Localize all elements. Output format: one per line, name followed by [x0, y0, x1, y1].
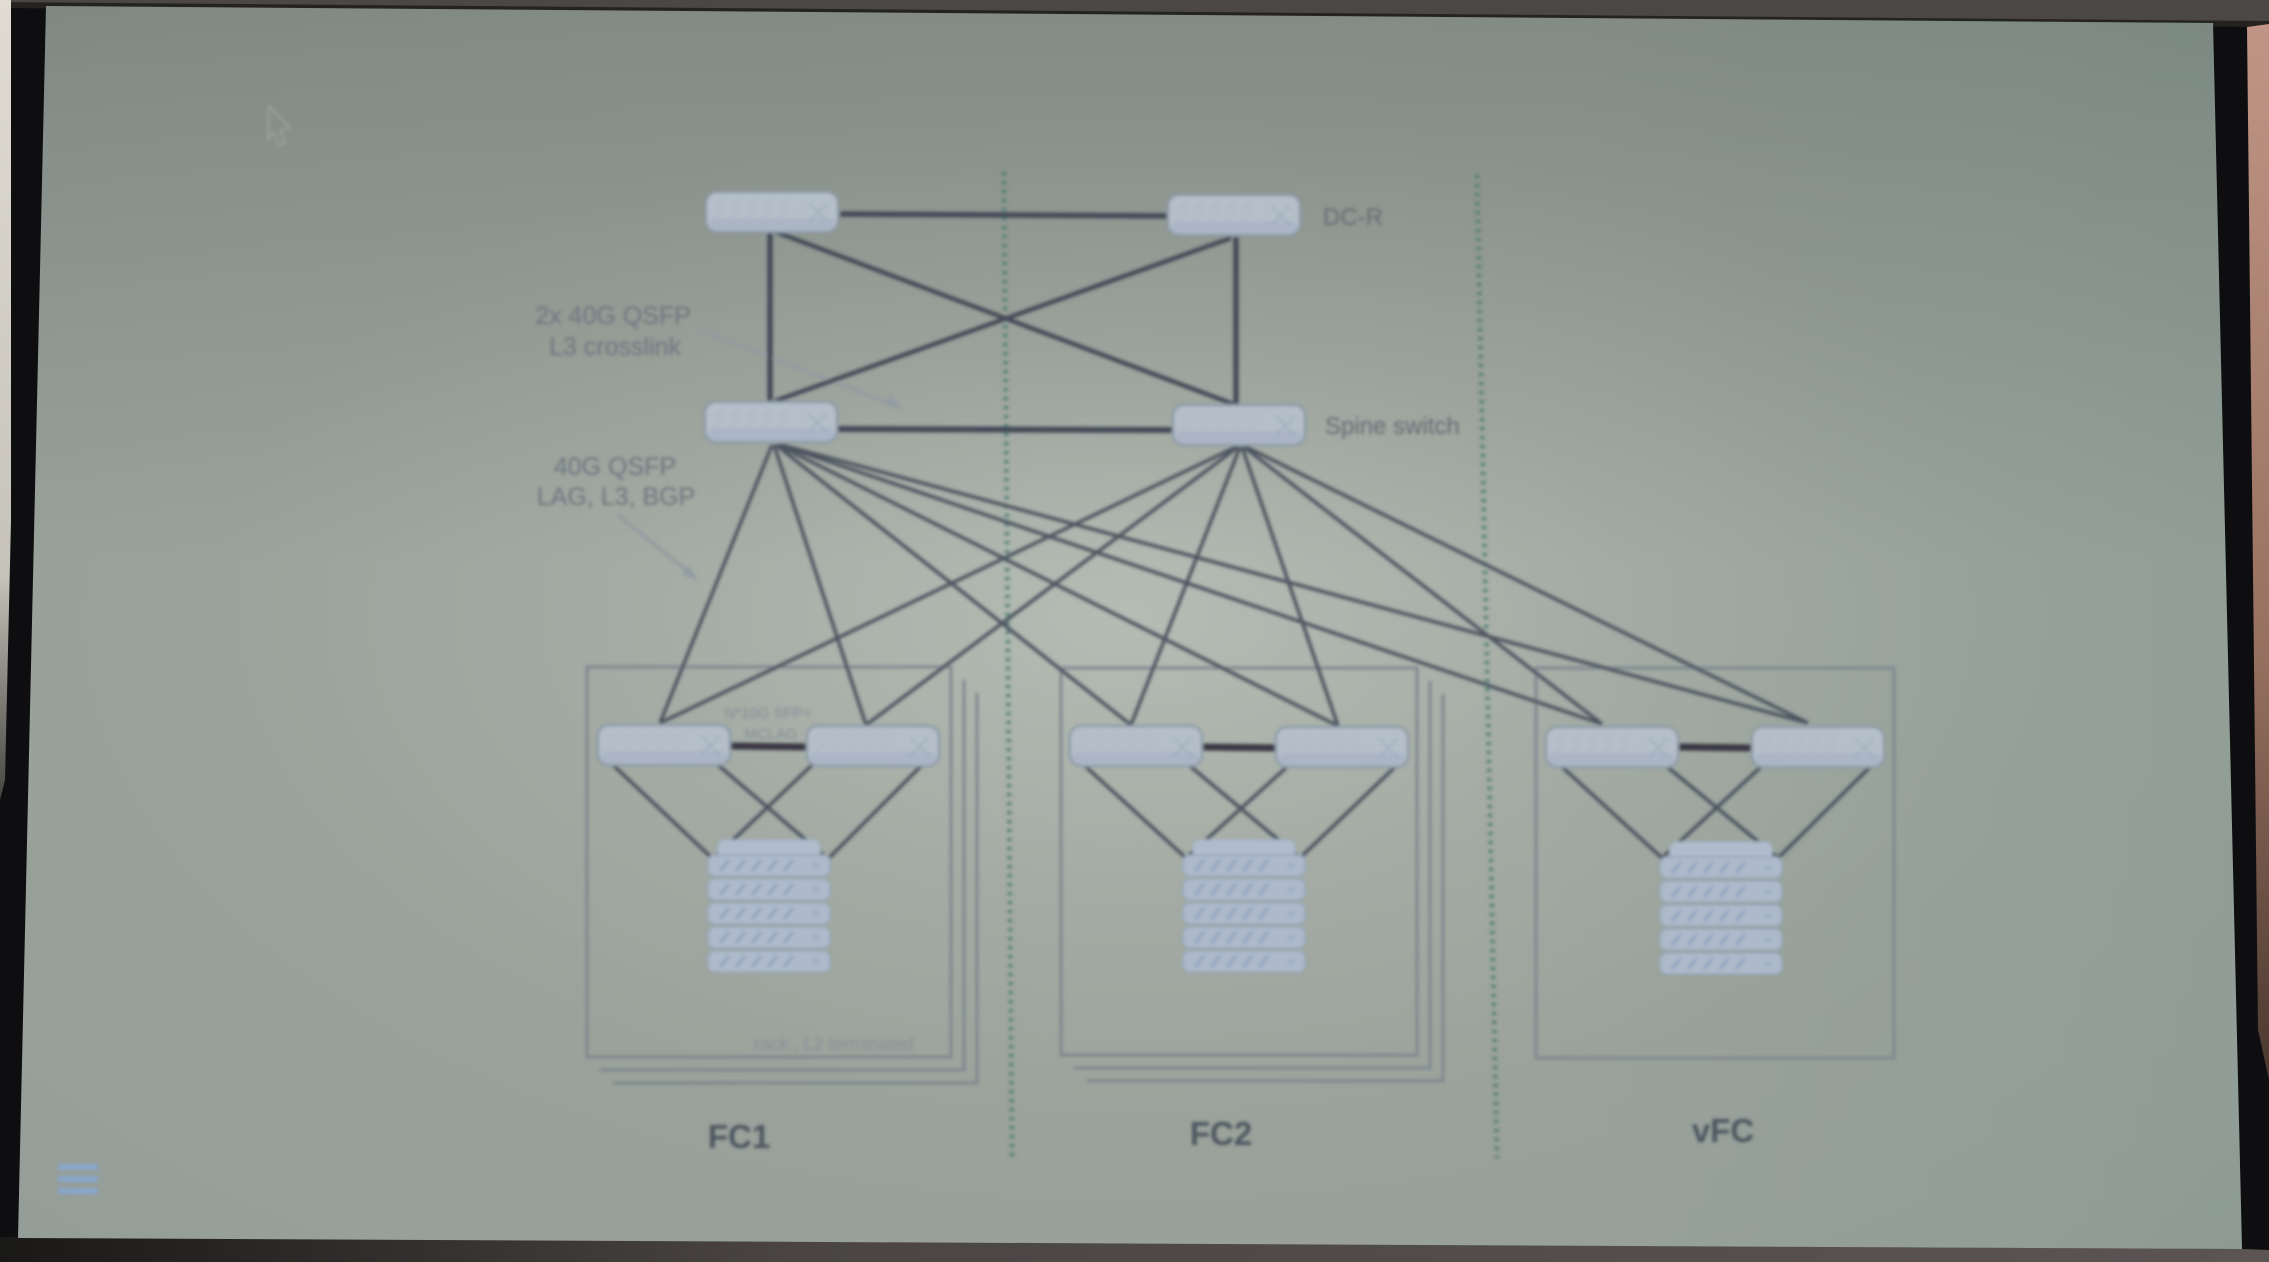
svg-text:2x 40G QSFP: 2x 40G QSFP [535, 302, 691, 330]
svg-text:Spine switch: Spine switch [1325, 413, 1460, 440]
svg-text:40G QSFP: 40G QSFP [554, 453, 676, 481]
svg-text:L3 crosslink: L3 crosslink [549, 333, 681, 361]
svg-text:FC1: FC1 [708, 1118, 770, 1155]
svg-text:MCLAG: MCLAG [744, 726, 797, 743]
svg-text:rack , L2 terminated: rack , L2 terminated [754, 1034, 913, 1054]
svg-text:DC-R: DC-R [1323, 204, 1383, 231]
svg-text:LAG, L3, BGP: LAG, L3, BGP [537, 483, 695, 511]
svg-text:FC2: FC2 [1190, 1115, 1252, 1152]
svg-text:vFC: vFC [1692, 1112, 1754, 1149]
svg-text:N*10G SFP+: N*10G SFP+ [724, 705, 811, 722]
